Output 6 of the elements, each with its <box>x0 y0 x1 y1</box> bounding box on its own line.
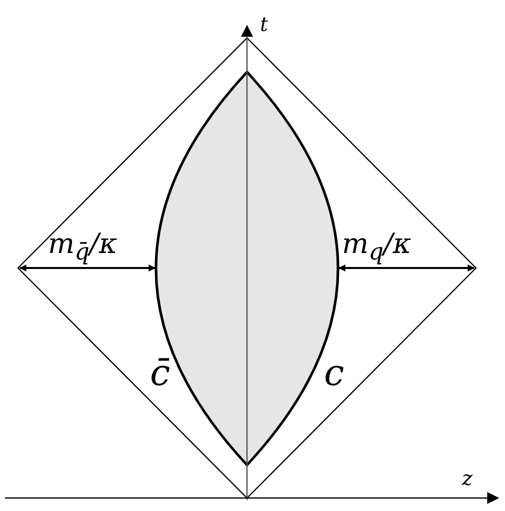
axis-label: z <box>462 468 473 488</box>
axis-label: t <box>260 14 268 34</box>
curve-label: c̄ <box>150 356 170 392</box>
dimension-label: m$_{q̄}$/κ <box>48 230 118 264</box>
curve-label: c <box>324 356 344 392</box>
dimension-label: m$_{q}$/κ <box>342 230 412 264</box>
